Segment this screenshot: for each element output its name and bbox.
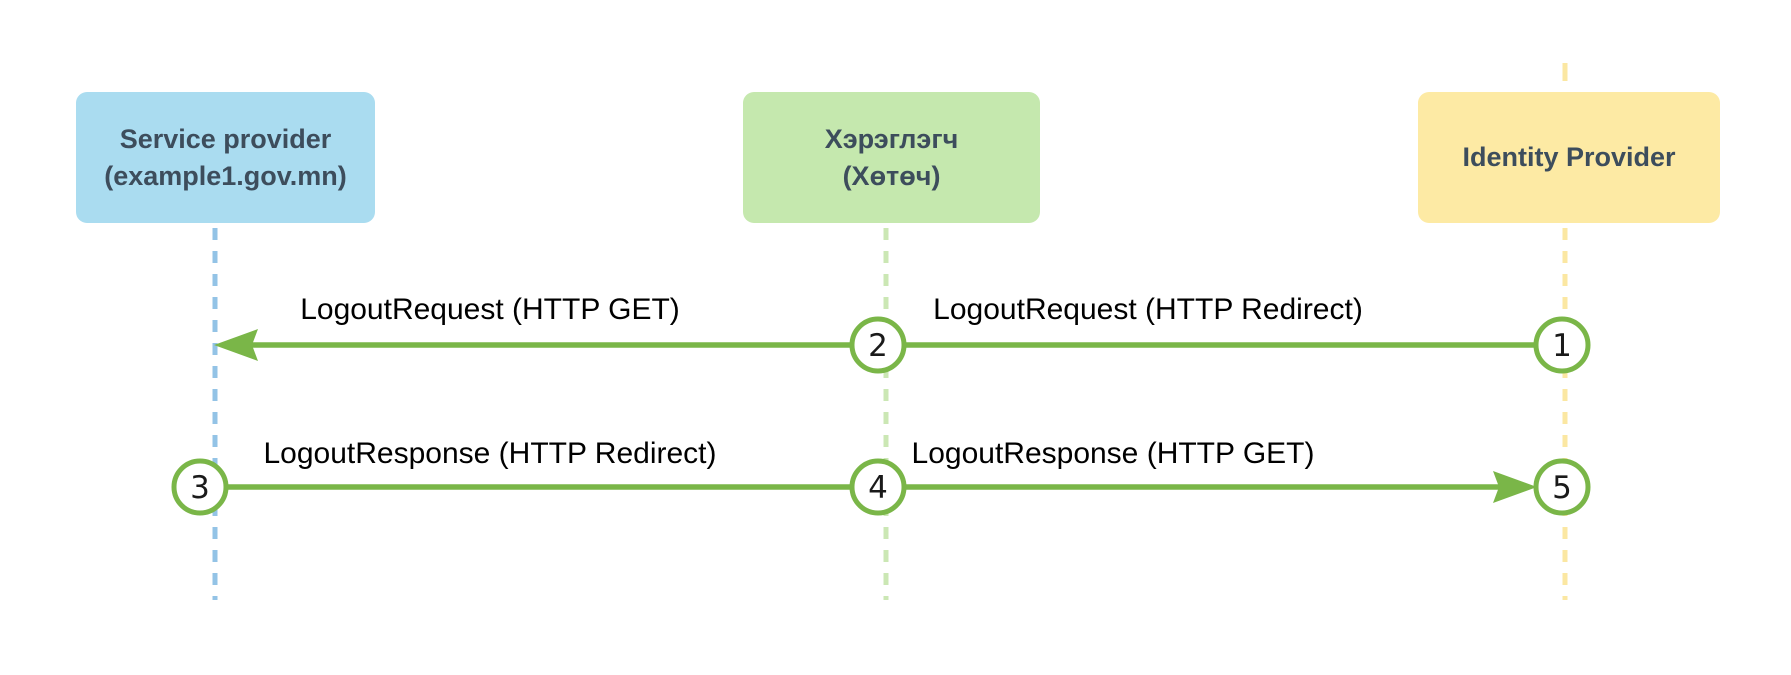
message-label-logout-response-get: LogoutResponse (HTTP GET) bbox=[911, 437, 1315, 470]
actor-label-line: Хэрэглэгч bbox=[824, 123, 959, 154]
arrowhead-to-identity-provider bbox=[1493, 471, 1537, 503]
step-node-4-number: 4 bbox=[868, 470, 888, 506]
step-node-4 bbox=[849, 458, 907, 516]
step-node-1 bbox=[1533, 316, 1591, 374]
step-node-5 bbox=[1533, 458, 1591, 516]
message-label-logout-request-get: LogoutRequest (HTTP GET) bbox=[300, 293, 680, 326]
arrowhead-to-service-provider bbox=[214, 329, 258, 361]
actor-label-line: Service provider bbox=[119, 123, 332, 154]
step-node-3-number: 3 bbox=[190, 470, 210, 506]
message-label-logout-request-redirect: LogoutRequest (HTTP Redirect) bbox=[933, 293, 1363, 326]
step-node-5-number: 5 bbox=[1552, 470, 1572, 506]
actor-box-service-provider: Service provider (example1.gov.mn) bbox=[76, 92, 375, 223]
step-node-2 bbox=[849, 316, 907, 374]
actor-label-line: (Хөтөч) bbox=[842, 160, 941, 191]
actor-label-line: (example1.gov.mn) bbox=[104, 160, 347, 191]
step-node-2-number: 2 bbox=[868, 328, 888, 364]
step-node-1-number: 1 bbox=[1552, 328, 1572, 364]
actor-box-user-browser: Хэрэглэгч (Хөтөч) bbox=[743, 92, 1040, 223]
actor-label-line: Identity Provider bbox=[1462, 142, 1676, 172]
step-node-3 bbox=[171, 458, 229, 516]
actor-box-identity-provider: Identity Provider bbox=[1418, 92, 1720, 223]
message-label-logout-response-redirect: LogoutResponse (HTTP Redirect) bbox=[263, 437, 717, 470]
